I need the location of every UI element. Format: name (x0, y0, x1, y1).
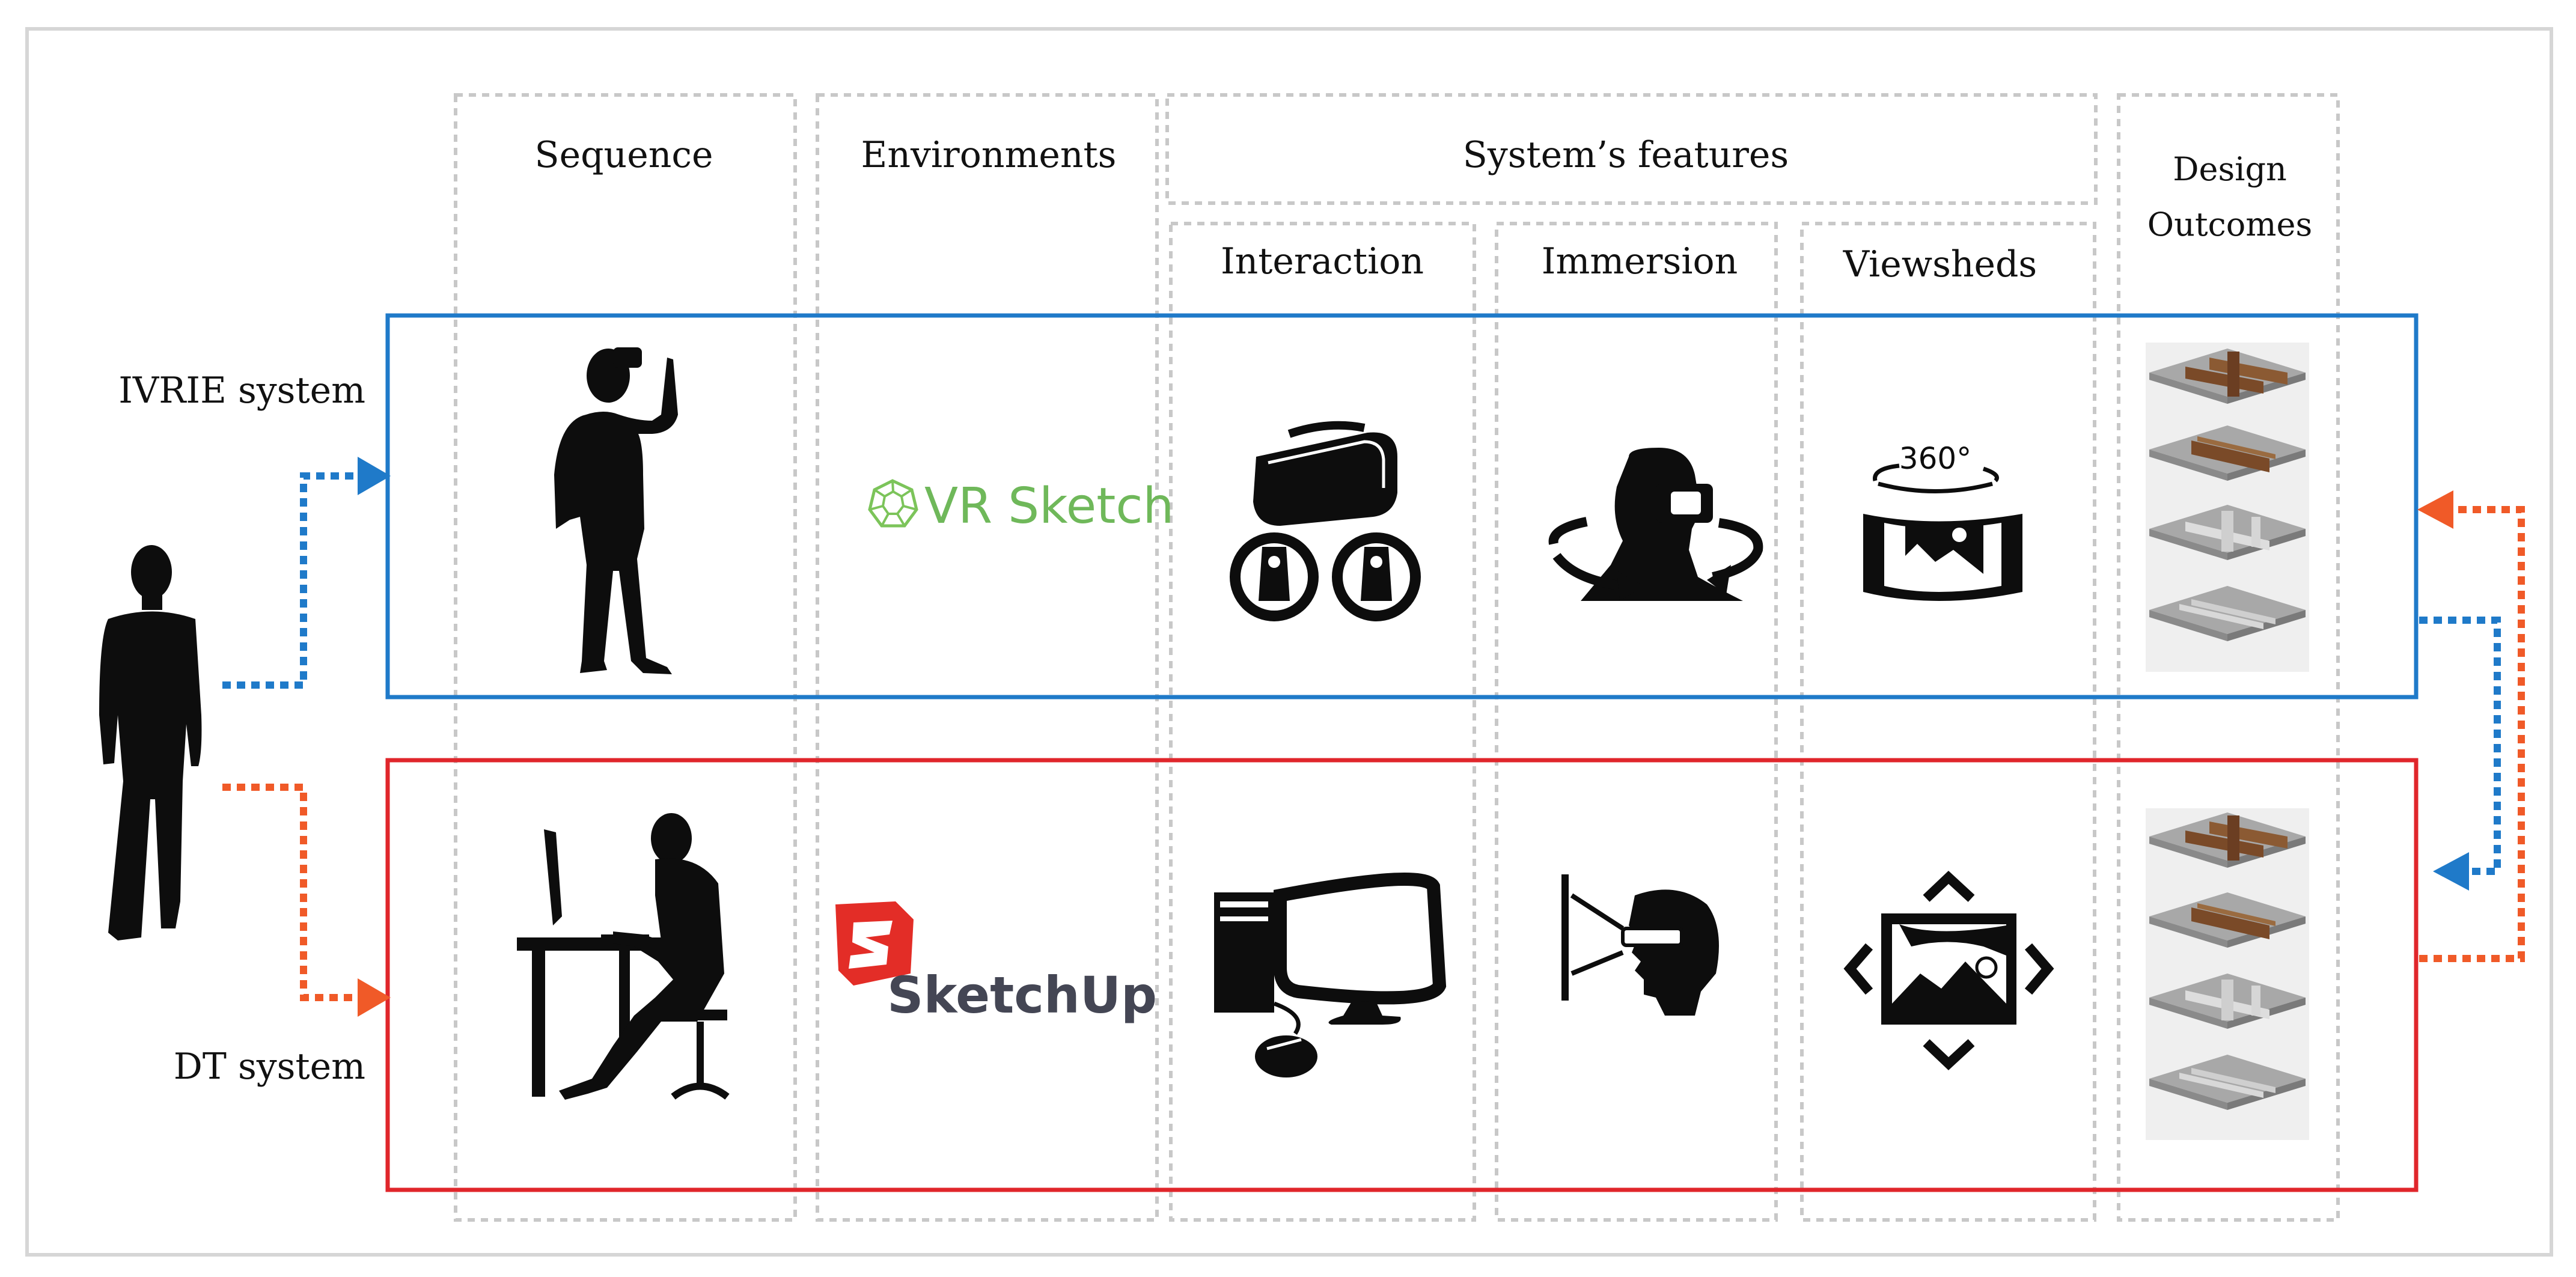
vr-sketch-logo-text: VR Sketch (924, 478, 1174, 535)
header-interaction: Interaction (1221, 240, 1424, 282)
desktop-computer-icon (1214, 873, 1447, 1077)
vr-immersion-icon (1548, 448, 1763, 601)
column-immersion-outline (1495, 222, 1778, 1222)
desktop-viewshed-pan-icon (1843, 871, 2054, 1070)
outer-frame (25, 27, 2553, 1257)
header-immersion: Immersion (1542, 240, 1738, 282)
user-silhouette-icon (99, 545, 202, 940)
connector-feedback-dt-to-ivrie (2417, 490, 2525, 962)
header-sequence: Sequence (535, 134, 713, 176)
connector-user-to-dt (222, 784, 391, 1017)
column-sequence-outline (454, 93, 797, 1222)
sketchup-logo: SketchUp (835, 901, 1157, 1025)
ivrie-system-box (385, 313, 2419, 699)
desktop-immersion-icon (1561, 874, 1719, 1016)
connector-user-to-ivrie (222, 457, 391, 689)
header-design-outcomes-line1: Design (2173, 150, 2287, 188)
header-viewsheds: Viewsheds (1843, 243, 2037, 285)
arrow-to-dt-icon (358, 978, 391, 1017)
viewshed-360-icon: 360° (1863, 441, 2022, 601)
vr-headset-controllers-icon (1230, 421, 1421, 621)
column-features-outline (1165, 93, 2098, 205)
vr-user-silhouette-icon (554, 347, 678, 674)
column-interaction-outline (1169, 222, 1476, 1222)
sketchup-logo-text: SketchUp (887, 966, 1157, 1025)
column-environments-outline (816, 93, 1159, 1222)
dt-design-outcomes-image (2146, 808, 2309, 1140)
ivrie-design-outcomes-image (2146, 343, 2309, 672)
connector-feedback-ivrie-to-dt (2419, 617, 2501, 891)
column-outlines (454, 93, 2340, 1222)
dt-system-box (385, 758, 2419, 1192)
dt-system-label: DT system (174, 1046, 365, 1088)
arrow-feedback-to-dt-icon (2433, 852, 2469, 891)
arrow-feedback-to-ivrie-icon (2417, 490, 2453, 529)
column-viewsheds-outline (1800, 222, 2096, 1222)
vr-sketch-logo: VR Sketch (868, 478, 1174, 535)
header-design-outcomes-line2: Outcomes (2147, 206, 2312, 243)
desktop-user-silhouette-icon (517, 813, 730, 1100)
header-systems-features: System’s features (1463, 134, 1789, 176)
ivrie-system-label: IVRIE system (118, 370, 365, 412)
header-environments: Environments (861, 134, 1117, 176)
viewshed-360-label: 360° (1899, 441, 1971, 476)
column-outcomes-outline (2117, 93, 2340, 1222)
arrow-to-ivrie-icon (358, 457, 391, 495)
